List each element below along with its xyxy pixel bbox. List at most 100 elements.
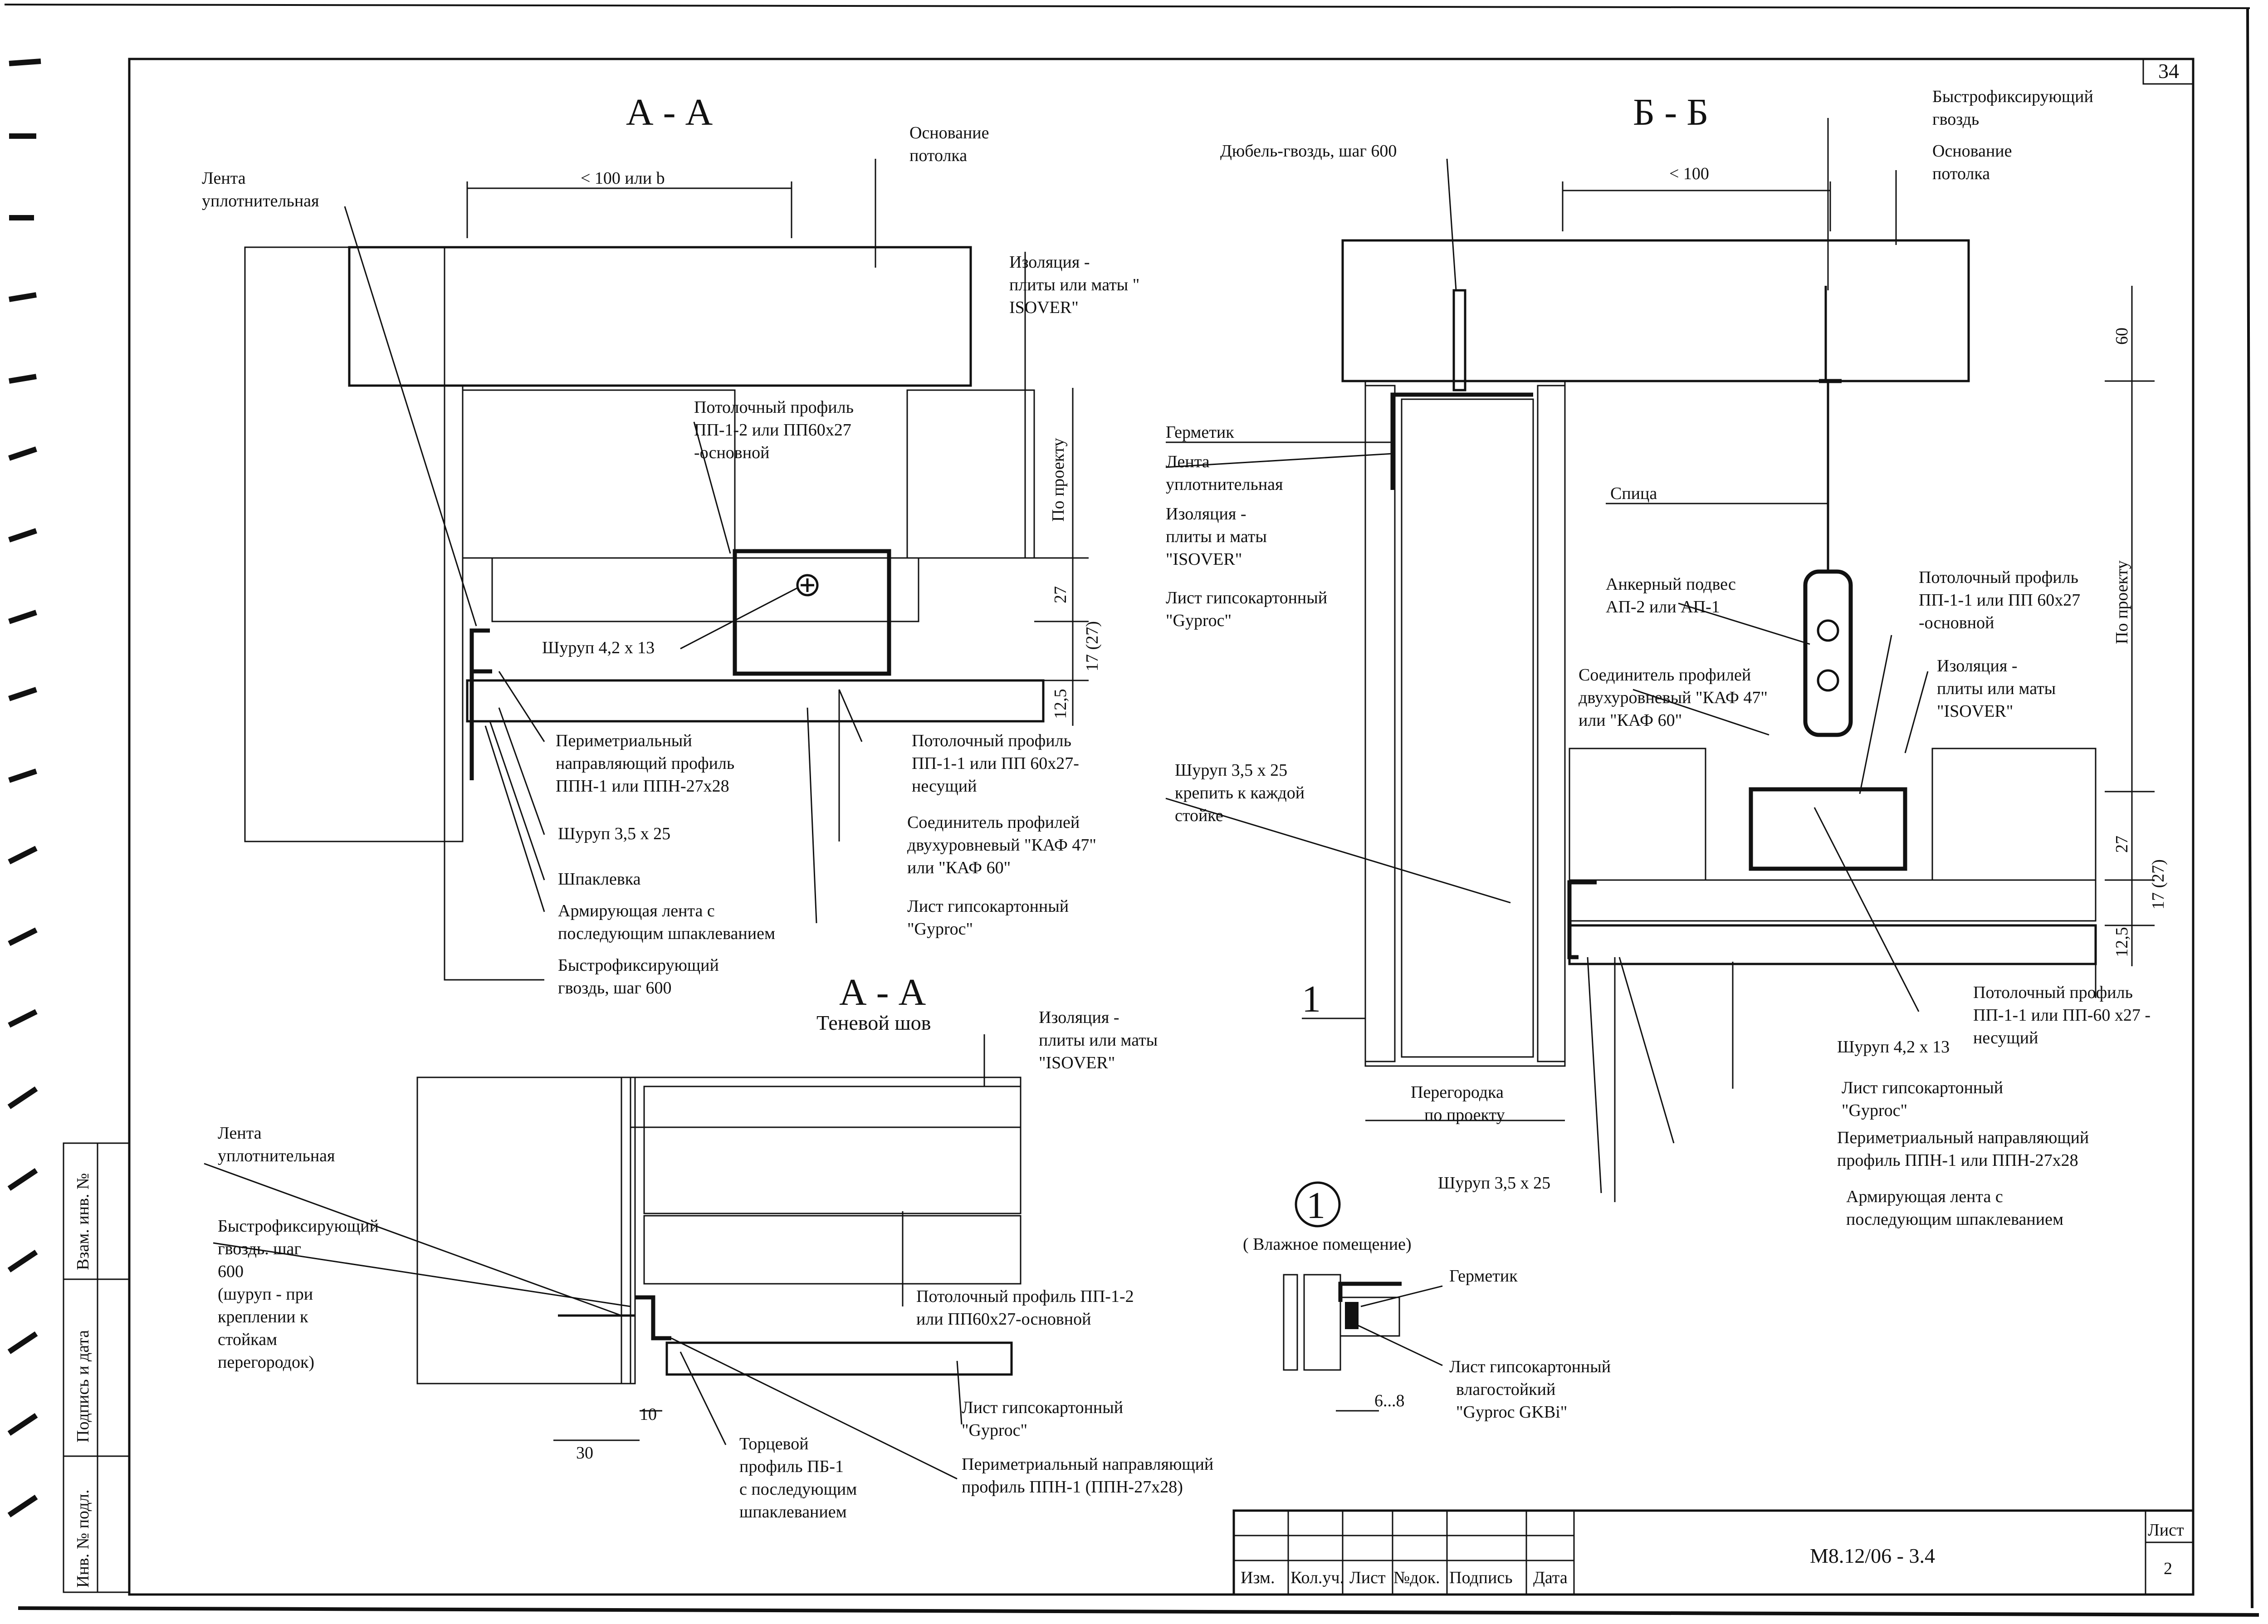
aa-gyp-1: Лист гипсокартонный (907, 897, 1069, 916)
aa-tape-1: Лента (202, 169, 246, 188)
bb-gyp-r-2: "Gyproc" (1842, 1101, 1907, 1120)
section-aa-title: А - А (626, 91, 713, 133)
aa-conn-3: или "КАФ 60" (907, 858, 1011, 877)
aa-perim-1: Периметриальный (556, 731, 692, 750)
sheet-label: Лист (2148, 1521, 2184, 1540)
aa-conn-1: Соединитель профилей (907, 813, 1080, 832)
bb-gyp-r-1: Лист гипсокартонный (1842, 1078, 2003, 1097)
bb-bearing-3: несущий (1973, 1028, 2038, 1047)
aa-main-2: ПП-1-2 или ПП60х27 (694, 421, 851, 440)
aa-dim-top: < 100 или b (581, 169, 665, 188)
shadow-tape-2: уплотнительная (218, 1146, 335, 1165)
shadow-nail-1: Быстрофиксирующий (218, 1217, 379, 1236)
side-stamp: Взам. инв. № Подпись и дата Инв. № подл. (63, 1142, 130, 1593)
side-stamp-1: Взам. инв. № (73, 1173, 93, 1270)
aa-base-1: Основание (909, 123, 989, 142)
shadow-nail-5: креплении к (218, 1307, 308, 1326)
bb-ins-l-2: плиты и маты (1166, 527, 1267, 546)
bb-tape-2: уплотнительная (1166, 475, 1283, 494)
section-aa: А - А < 100 или b По проекту 27 17 (27) … (202, 91, 1139, 998)
bb-partition-2: по проекту (1424, 1105, 1505, 1125)
bb-callout-1: 1 (1302, 978, 1321, 1020)
detail-1-gyp-3: "Gyproc GKBi" (1456, 1403, 1567, 1422)
bb-dowel: Дюбель-гвоздь, шаг 600 (1220, 142, 1397, 161)
aa-dim-proj: По проекту (1049, 438, 1068, 522)
bb-nail-1: Быстрофиксирующий (1932, 87, 2093, 106)
section-bb: Б - Б < 100 60 По проекту (1165, 87, 2168, 1229)
stamp-col-3: Лист (1349, 1568, 1386, 1587)
shadow-title: А - А (839, 971, 926, 1013)
side-stamp-3: Инв. № подл. (73, 1489, 93, 1588)
bb-base-1: Основание (1932, 142, 2012, 161)
bb-perim-2: профиль ППН-1 или ППН-27х28 (1837, 1151, 2078, 1170)
aa-reinf-2: последующим шпаклеванием (558, 924, 775, 943)
stamp-col-1: Изм. (1241, 1568, 1275, 1587)
aa-nail-1: Быстрофиксирующий (558, 956, 719, 975)
shadow-end-2: профиль ПБ-1 (739, 1457, 844, 1476)
shadow-end-4: шпаклеванием (739, 1502, 847, 1521)
shadow-tape-1: Лента (218, 1124, 262, 1143)
bb-ins-l-3: "ISOVER" (1166, 550, 1242, 569)
shadow-nail-7: перегородок) (218, 1353, 314, 1372)
aa-tape-2: уплотнительная (202, 191, 319, 210)
detail-1-title: ( Влажное помещение) (1243, 1235, 1412, 1254)
detail-1: 1 ( Влажное помещение) 6...8 Герметик Ли… (1243, 1181, 1611, 1422)
bb-hanger-2: АП-2 или АП-1 (1606, 597, 1720, 616)
shadow-end-1: Торцевой (739, 1434, 809, 1453)
page-number: 34 (2158, 59, 2179, 83)
bb-dim-17: 17 (27) (2149, 859, 2168, 910)
bb-ins-l-1: Изоляция - (1166, 504, 1246, 523)
shadow-gyp-1: Лист гипсокартонный (962, 1398, 1123, 1417)
bb-hanger-1: Анкерный подвес (1606, 575, 1736, 594)
bb-tape-1: Лента (1166, 452, 1210, 471)
aa-main-1: Потолочный профиль (694, 398, 854, 417)
detail-1-gyp-1: Лист гипсокартонный (1449, 1357, 1611, 1376)
bb-conn-1: Соединитель профилей (1579, 665, 1751, 685)
bb-dim-proj: По проекту (2112, 560, 2131, 644)
stamp-col-4: №док. (1393, 1568, 1440, 1587)
shadow-end-3: с последующим (739, 1480, 857, 1499)
bb-dim-125: 12,5 (2112, 927, 2131, 958)
aa-reinf-1: Армирующая лента с (558, 901, 715, 920)
bb-nail-2: гвоздь (1932, 110, 1979, 129)
bb-screw35l-1: Шуруп 3,5 х 25 (1175, 761, 1287, 780)
shadow-perim-2: профиль ППН-1 (ППН-27х28) (962, 1477, 1183, 1497)
aa-gyp-2: "Gyproc" (907, 920, 973, 939)
shadow-dim-30: 30 (576, 1443, 593, 1463)
bb-dim-top: < 100 (1669, 164, 1709, 183)
aa-bearing-1: Потолочный профиль (912, 731, 1071, 750)
aa-bearing-2: ПП-1-1 или ПП 60х27- (912, 754, 1079, 773)
shadow-ins-2: плиты или маты (1039, 1031, 1158, 1050)
aa-nail-2: гвоздь, шаг 600 (558, 978, 671, 998)
shadow-ins-3: "ISOVER" (1039, 1053, 1115, 1072)
bb-screw42: Шуруп 4,2 х 13 (1837, 1037, 1950, 1057)
stamp-col-6: Дата (1533, 1568, 1568, 1587)
aa-perim-2: направляющий профиль (556, 754, 734, 773)
stamp-col-2: Кол.уч. (1290, 1568, 1344, 1587)
aa-ins-3: ISOVER" (1009, 298, 1079, 317)
bb-main-1: Потолочный профиль (1919, 568, 2078, 587)
aa-putty: Шпаклевка (558, 870, 641, 889)
aa-conn-2: двухуровневый "КАФ 47" (907, 836, 1096, 855)
bb-perim-1: Периметриальный направляющий (1837, 1128, 2089, 1147)
bb-ins-r-1: Изоляция - (1937, 656, 2017, 675)
shadow-subtitle: Теневой шов (816, 1011, 931, 1034)
bb-main-3: -основной (1919, 613, 1994, 632)
detail-1-sealant: Герметик (1449, 1267, 1518, 1286)
bb-dim-60: 60 (2112, 328, 2131, 345)
aa-base-2: потолка (909, 146, 967, 165)
bb-screw35l-3: стойке (1175, 806, 1223, 825)
aa-bearing-3: несущий (912, 777, 977, 796)
bb-conn-3: или "КАФ 60" (1579, 711, 1682, 730)
shadow-dim-10: 10 (640, 1405, 657, 1424)
detail-1-dim: 6...8 (1374, 1391, 1405, 1410)
bb-conn-2: двухуровневый "КАФ 47" (1579, 688, 1768, 707)
section-aa-shadow: А - А Теневой шов 10 30 Лента уплотнител… (204, 971, 1213, 1521)
aa-dim-125: 12,5 (1051, 689, 1070, 719)
shadow-gyp-2: "Gyproc" (962, 1421, 1027, 1440)
bb-screw35l-2: крепить к каждой (1175, 783, 1305, 802)
bb-reinf-1: Армирующая лента с (1846, 1187, 2003, 1206)
aa-dim-27: 27 (1051, 586, 1070, 603)
side-stamp-2: Подпись и дата (73, 1330, 93, 1443)
bb-base-2: потолка (1932, 164, 1990, 183)
